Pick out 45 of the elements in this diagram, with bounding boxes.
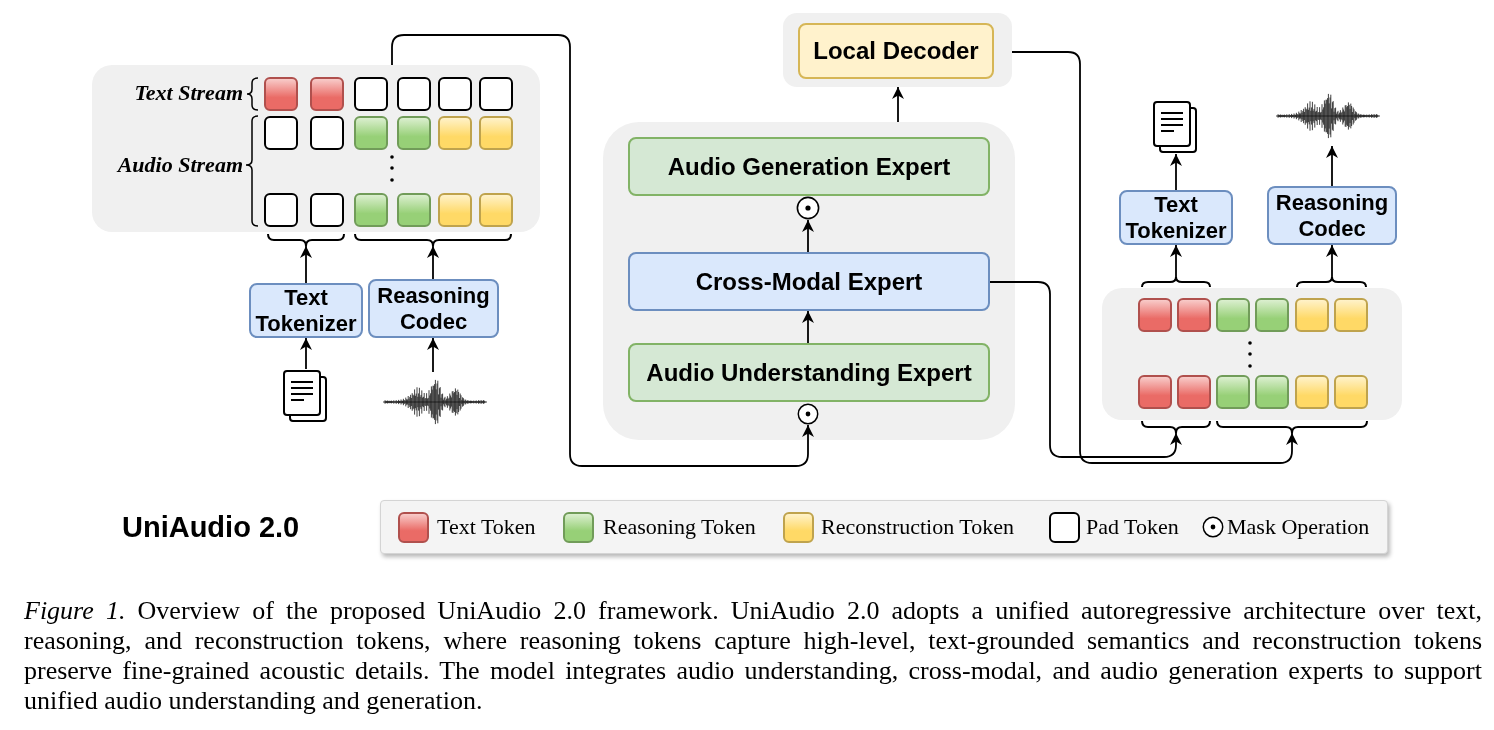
- legend-label: Reconstruction Token: [821, 514, 1014, 540]
- arrow: [427, 245, 439, 280]
- arrow: [300, 337, 312, 370]
- expert-box: [628, 252, 990, 311]
- codec-box: [368, 279, 499, 338]
- arrow: [892, 86, 904, 123]
- arrow: [802, 310, 814, 344]
- legend-label: Mask Operation: [1227, 514, 1370, 540]
- legend-label: Reasoning Token: [603, 514, 756, 540]
- arrow: [1011, 51, 1298, 464]
- box-label: Reasoning Codec: [1274, 189, 1390, 242]
- box-label: Cross-Modal Expert: [695, 268, 923, 295]
- arrow: [989, 281, 1182, 458]
- codec-box: [1267, 186, 1397, 245]
- expert-box: [628, 343, 990, 402]
- legend-label: Text Token: [437, 514, 536, 540]
- arrow: [802, 219, 814, 253]
- circled-dot-icon: [796, 196, 820, 220]
- token-stream-panel: [92, 65, 540, 232]
- row-label: Text Stream: [134, 80, 243, 106]
- circled-dot-icon: [797, 403, 819, 425]
- diagram-title: UniAudio 2.0: [122, 510, 300, 544]
- arrow: [427, 337, 439, 373]
- expert-box: [628, 137, 990, 196]
- arrow: [1326, 145, 1338, 187]
- experts-panel: [603, 122, 1015, 440]
- arrow: [1170, 244, 1182, 278]
- arrow: [300, 245, 312, 284]
- box-label: Audio Understanding Expert: [646, 358, 972, 387]
- box-label: Text Tokenizer: [1124, 191, 1228, 244]
- box-label: Audio Generation Expert: [667, 152, 951, 181]
- arrow: [1170, 153, 1182, 191]
- row-label: Audio Stream: [117, 152, 243, 178]
- arrow: [391, 34, 814, 467]
- arrow: [1326, 244, 1338, 278]
- document-icon: [282, 369, 328, 423]
- document-icon: [1152, 100, 1198, 154]
- decoder-panel: [783, 13, 1012, 87]
- figure-caption: Figure 1. Overview of the proposed UniAudio 2.0 framework. UniAudio 2.0 adopts a unified autoregressive architecture over text, reasoning, and reconstruction tokens, where reasoning tokens capture high-level, text-grounded semantics and reconstruction tokens preserve fine-grained acoustic details. The model integrates audio understanding, cross-modal, and audio generation experts to support unified audio understanding and generation.: [24, 596, 1482, 716]
- token-output-panel: [1102, 288, 1402, 420]
- decoder-box: [798, 23, 994, 79]
- box-label: Reasoning Codec: [376, 282, 491, 335]
- box-label: Text Tokenizer: [254, 284, 358, 337]
- box-label: Local Decoder: [813, 37, 979, 65]
- legend-label: Pad Token: [1086, 514, 1179, 540]
